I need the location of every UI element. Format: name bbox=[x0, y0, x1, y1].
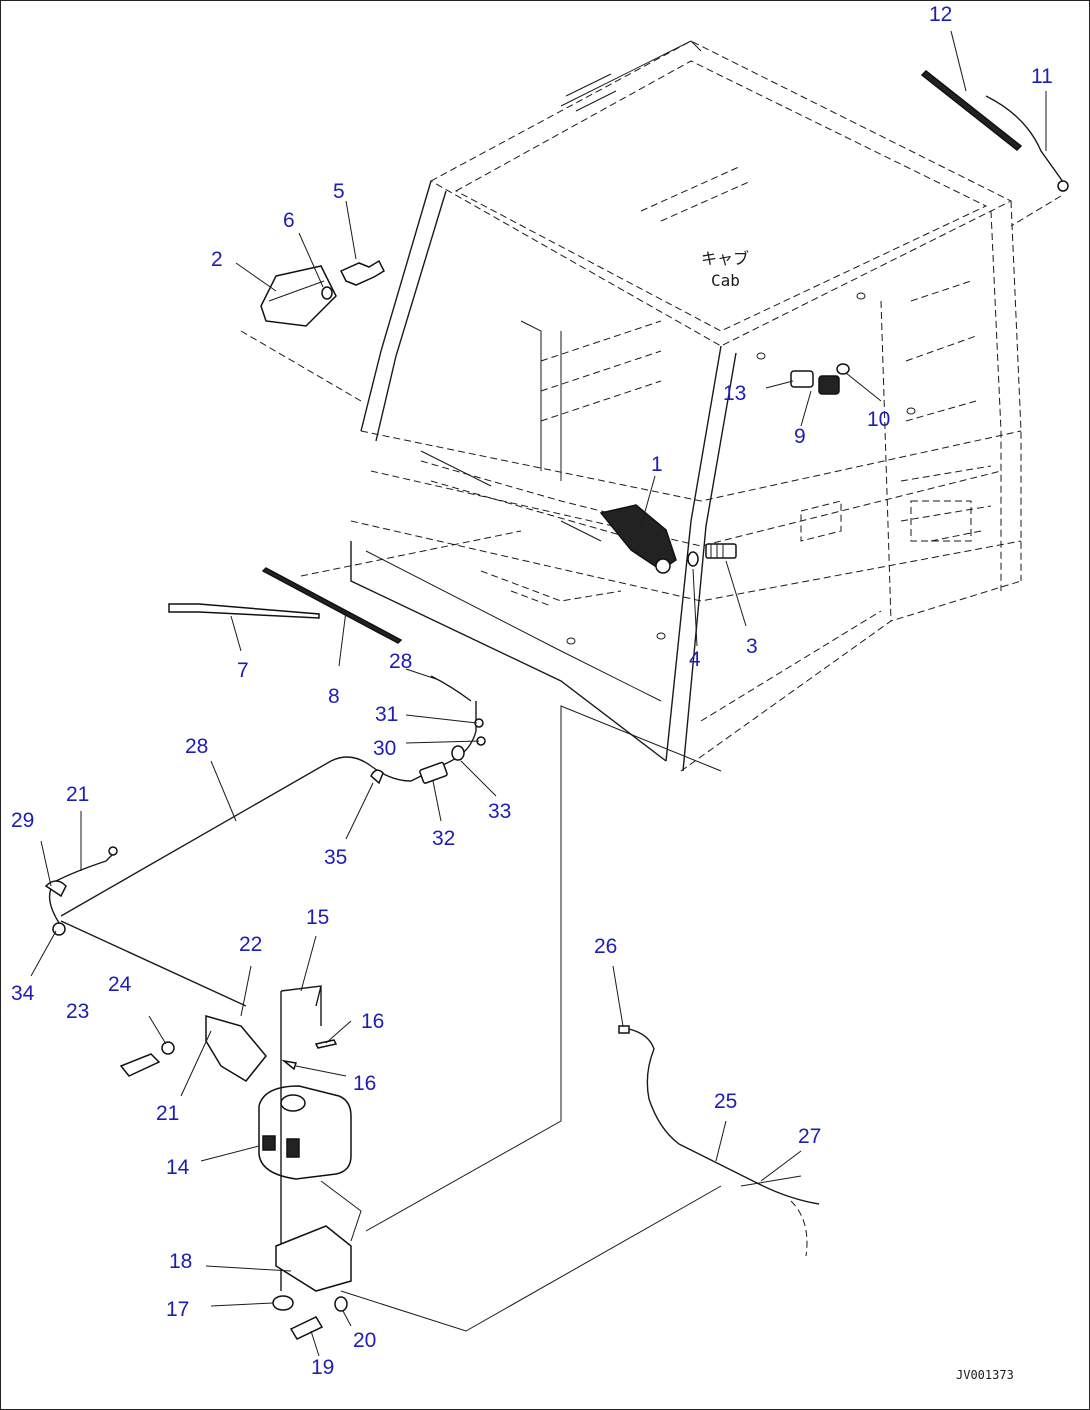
callout-5: 5 bbox=[333, 180, 345, 203]
cab-frame bbox=[350, 40, 1022, 772]
callout-9: 9 bbox=[794, 425, 806, 448]
callout-29: 29 bbox=[11, 809, 34, 832]
callout-34: 34 bbox=[11, 982, 35, 1005]
callout-10: 10 bbox=[867, 408, 890, 431]
callout-27: 27 bbox=[798, 1125, 821, 1148]
callout-23: 23 bbox=[66, 1000, 89, 1023]
front-wiper-arm-and-blade bbox=[168, 530, 522, 644]
rear-wiper-arm-and-blade bbox=[920, 69, 1069, 227]
callout-18: 18 bbox=[169, 1250, 192, 1273]
washer-tank-assembly bbox=[119, 705, 722, 1340]
callout-33: 33 bbox=[488, 800, 511, 823]
cab-label-en: Cab bbox=[711, 271, 740, 290]
callout-16a: 16 bbox=[361, 1010, 384, 1033]
callout-14: 14 bbox=[166, 1156, 190, 1179]
callout-13: 13 bbox=[723, 382, 746, 405]
callout-leaders bbox=[30, 30, 1047, 1357]
callout-numbers: 1 2 3 4 5 6 7 8 9 10 11 12 13 14 15 16 1… bbox=[11, 3, 1053, 1379]
drawing-code: JV001373 bbox=[956, 1368, 1014, 1382]
bracket-2-assembly bbox=[240, 259, 385, 402]
callout-19: 19 bbox=[311, 1356, 334, 1379]
wiring-harness bbox=[618, 1025, 820, 1257]
callout-12: 12 bbox=[929, 3, 952, 26]
callout-21b: 21 bbox=[156, 1102, 179, 1125]
callout-21a: 21 bbox=[66, 783, 89, 806]
callout-24: 24 bbox=[108, 973, 132, 996]
washer-hose bbox=[44, 675, 486, 1007]
callout-3: 3 bbox=[746, 635, 758, 658]
callout-2: 2 bbox=[211, 248, 223, 271]
callout-6: 6 bbox=[283, 209, 295, 232]
callout-7: 7 bbox=[237, 659, 249, 682]
callout-30: 30 bbox=[373, 737, 396, 760]
callout-20: 20 bbox=[353, 1329, 376, 1352]
callout-22: 22 bbox=[239, 933, 262, 956]
wiper-motor-assembly bbox=[599, 504, 737, 574]
callout-4: 4 bbox=[689, 648, 701, 671]
callout-11: 11 bbox=[1031, 65, 1053, 88]
cab-label-jp: キャブ bbox=[701, 249, 749, 268]
callout-35: 35 bbox=[324, 846, 347, 869]
callout-32: 32 bbox=[432, 827, 455, 850]
callout-8: 8 bbox=[328, 685, 340, 708]
cab-label: キャブ Cab bbox=[701, 249, 749, 290]
callout-15: 15 bbox=[306, 906, 329, 929]
callout-17: 17 bbox=[166, 1298, 189, 1321]
callout-26: 26 bbox=[594, 935, 617, 958]
callout-25: 25 bbox=[714, 1090, 737, 1113]
callout-31: 31 bbox=[375, 703, 398, 726]
rear-washer-nozzle bbox=[790, 363, 850, 395]
callout-28b: 28 bbox=[389, 650, 412, 673]
callout-28a: 28 bbox=[185, 735, 208, 758]
callout-1: 1 bbox=[651, 453, 663, 476]
callout-16b: 16 bbox=[353, 1072, 376, 1095]
